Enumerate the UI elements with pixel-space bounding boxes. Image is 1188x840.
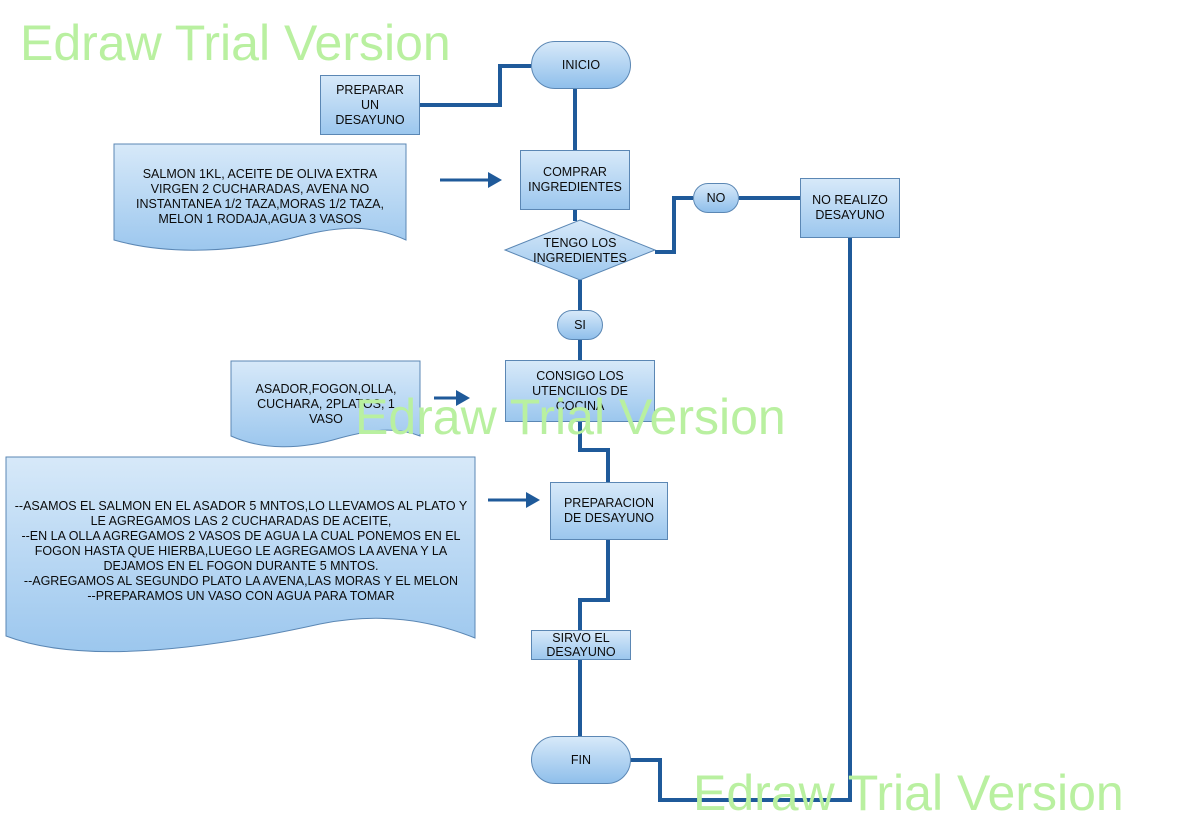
sirvo-desayuno-box[interactable]: SIRVO EL DESAYUNO (531, 630, 631, 660)
no-realizo-desayuno-box[interactable]: NO REALIZO DESAYUNO (800, 178, 900, 238)
si-connector-label[interactable]: SI (557, 310, 603, 340)
end-terminator[interactable]: FIN (531, 736, 631, 784)
arrow-head-utensils (456, 390, 470, 406)
preparar-desayuno-box[interactable]: PREPARAR UN DESAYUNO (320, 75, 420, 135)
connector-tengo-no (655, 196, 693, 254)
utensils-document-text: ASADOR,FOGON,OLLA, CUCHARA, 2PLATOS, 1 V… (255, 381, 397, 426)
connectors (420, 64, 852, 802)
arrow-head-ingredients (488, 172, 502, 188)
step-line-4: --PREPARAMOS UN VASO CON AGUA PARA TOMAR (87, 588, 395, 603)
step-line-3: --AGREGAMOS AL SEGUNDO PLATO LA AVENA,LA… (23, 573, 459, 588)
steps-document-text: --ASAMOS EL SALMON EN EL ASADOR 5 MNTOS,… (12, 484, 470, 618)
connector-preparacion-sirvo (578, 540, 610, 630)
connector-preparar-inicio (420, 64, 531, 107)
arrows (434, 172, 540, 508)
comprar-ingredientes-box[interactable]: COMPRAR INGREDIENTES (520, 150, 630, 210)
start-terminator[interactable]: INICIO (531, 41, 631, 89)
preparacion-desayuno-box[interactable]: PREPARACION DE DESAYUNO (550, 482, 668, 540)
ingredients-document-text: SALMON 1KL, ACEITE DE OLIVA EXTRA VIRGEN… (136, 167, 384, 226)
tengo-ingredientes-label: TENGO LOS INGREDIENTES (533, 236, 627, 265)
document-shape-utensils[interactable] (230, 360, 421, 448)
connector-norealizo-fin (630, 238, 852, 802)
document-shape-ingredients[interactable] (113, 143, 407, 251)
consigo-utencilios-box[interactable]: CONSIGO LOS UTENCILIOS DE COCINA (505, 360, 655, 422)
document-shape-steps[interactable] (5, 456, 476, 653)
no-connector-label[interactable]: NO (693, 183, 739, 213)
arrow-head-steps (526, 492, 540, 508)
step-line-2: --EN LA OLLA AGREGAMOS 2 VASOS DE AGUA L… (21, 528, 461, 573)
connector-consigo-preparacion (578, 422, 610, 482)
step-line-1: --ASAMOS EL SALMON EN EL ASADOR 5 MNTOS,… (14, 498, 468, 528)
